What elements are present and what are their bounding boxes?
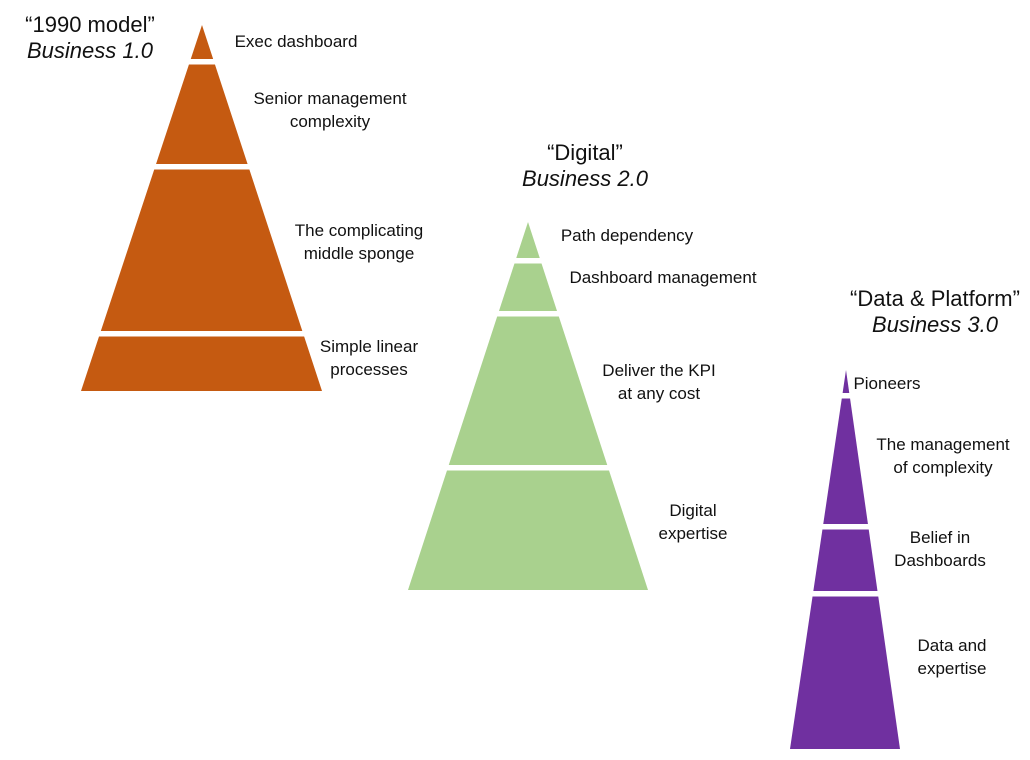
pyramid-layer xyxy=(81,336,322,391)
pyramid-title: “Digital”Business 2.0 xyxy=(522,140,648,192)
pyramid-name: Business 2.0 xyxy=(522,166,648,191)
layer-label: Dashboard management xyxy=(569,268,757,287)
pyramid-business-3 xyxy=(790,370,900,749)
pyramid-business-2 xyxy=(408,222,648,590)
pyramid-layer xyxy=(516,222,540,258)
pyramid-quote: “Data & Platform” xyxy=(850,286,1020,311)
pyramid-business-1 xyxy=(81,25,322,391)
layer-label: Path dependency xyxy=(560,226,694,245)
pyramid-name: Business 1.0 xyxy=(27,38,153,63)
pyramid-title: “Data & Platform”Business 3.0 xyxy=(850,286,1020,338)
pyramid-quote: “Digital” xyxy=(547,140,623,165)
pyramid-layer xyxy=(823,398,868,524)
pyramid-layer xyxy=(790,596,900,749)
pyramid-layer xyxy=(448,316,608,465)
layer-label: Exec dashboard xyxy=(234,32,358,51)
pyramid-layer xyxy=(190,25,214,59)
layer-label: Pioneers xyxy=(853,374,921,393)
pyramid-layer xyxy=(842,370,850,393)
pyramid-quote: “1990 model” xyxy=(25,12,155,37)
pyramid-name: Business 3.0 xyxy=(872,312,998,337)
pyramid-layer xyxy=(156,64,248,164)
pyramid-layer xyxy=(408,470,648,590)
pyramid-layer xyxy=(813,529,878,591)
pyramid-layer xyxy=(100,169,303,331)
pyramid-layer xyxy=(498,263,558,311)
pyramid-title: “1990 model”Business 1.0 xyxy=(25,12,155,64)
